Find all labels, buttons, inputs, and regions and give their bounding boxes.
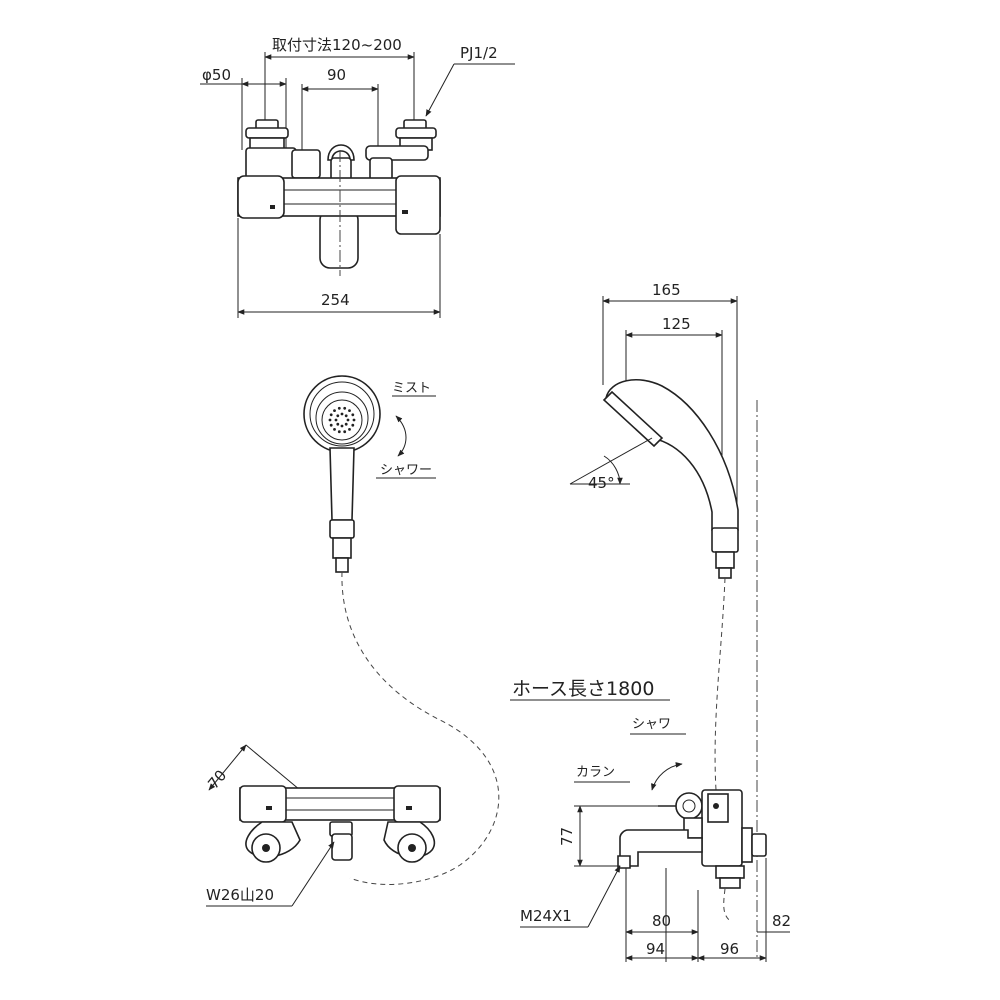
nozzle-dot xyxy=(329,413,333,417)
side-dimension-94: 94 xyxy=(646,940,665,958)
thread-m24-label: M24X1 xyxy=(520,907,572,925)
faucet-switch-label: カラン xyxy=(576,765,615,780)
right-fitting xyxy=(365,119,437,181)
mixer-body xyxy=(237,175,441,269)
hose-right xyxy=(714,577,726,791)
nozzle-dot xyxy=(346,418,350,422)
mounting-dimension-label: 取付寸法120~200 xyxy=(272,36,402,54)
width-dimension-label: 254 xyxy=(321,291,350,309)
nozzle-dot xyxy=(343,430,347,434)
shower-nozzles xyxy=(328,406,356,434)
mist-mode-label: ミスト xyxy=(392,381,431,396)
depth-dimension-label: 70 xyxy=(204,766,230,792)
side-view: 165 125 45° ホース長さ1800 シャワ カラン xyxy=(510,281,791,962)
nozzle-dot xyxy=(343,406,347,410)
side-dimension-165: 165 xyxy=(652,281,681,299)
nozzle-dot xyxy=(337,430,341,434)
thread-w26-label: W26山20 xyxy=(206,886,274,904)
shower-switch-label: シャワ xyxy=(632,717,671,732)
center-dimension-label: 90 xyxy=(327,66,346,84)
diameter-dimension-label: φ50 xyxy=(202,66,231,84)
nozzle-dot xyxy=(340,412,344,416)
nozzle-dot xyxy=(328,418,332,422)
bottom-view: 70 W26山20 xyxy=(204,744,441,907)
side-dimension-125: 125 xyxy=(662,315,691,333)
angle-label: 45° xyxy=(588,474,615,492)
height-dimension-label: 77 xyxy=(558,827,576,846)
nozzle-dot xyxy=(352,418,356,422)
nozzle-dot xyxy=(336,414,340,418)
center-outlet xyxy=(327,144,355,181)
side-dimension-80: 80 xyxy=(652,912,671,930)
side-dimension-96: 96 xyxy=(720,940,739,958)
nozzle-dot xyxy=(351,413,355,417)
nozzle-dot xyxy=(333,409,336,412)
thread-pj-label: PJ1/2 xyxy=(460,44,498,62)
nozzle-dot xyxy=(344,422,348,426)
hose-left xyxy=(341,571,500,885)
nozzle-dot xyxy=(351,423,355,427)
shower-head-side xyxy=(605,378,739,531)
nozzle-dot xyxy=(344,414,348,418)
nozzle-dot xyxy=(348,428,351,431)
nozzle-dot xyxy=(333,428,336,431)
hose-length-label: ホース長さ1800 xyxy=(512,678,654,700)
nozzle-dot xyxy=(336,422,340,426)
valve-body-side xyxy=(617,789,767,889)
nozzle-dot xyxy=(337,406,341,410)
side-dimension-82: 82 xyxy=(772,912,791,930)
nozzle-dot xyxy=(329,423,333,427)
nozzle-dot xyxy=(348,409,351,412)
nozzle-dot xyxy=(340,424,344,428)
shower-head-front: ミスト シャワー xyxy=(303,375,436,573)
left-fitting xyxy=(245,119,321,181)
nozzle-dot xyxy=(334,418,338,422)
front-view: 取付寸法120~200 φ50 90 PJ1/2 xyxy=(200,36,515,318)
shower-mode-label: シャワー xyxy=(380,463,432,478)
